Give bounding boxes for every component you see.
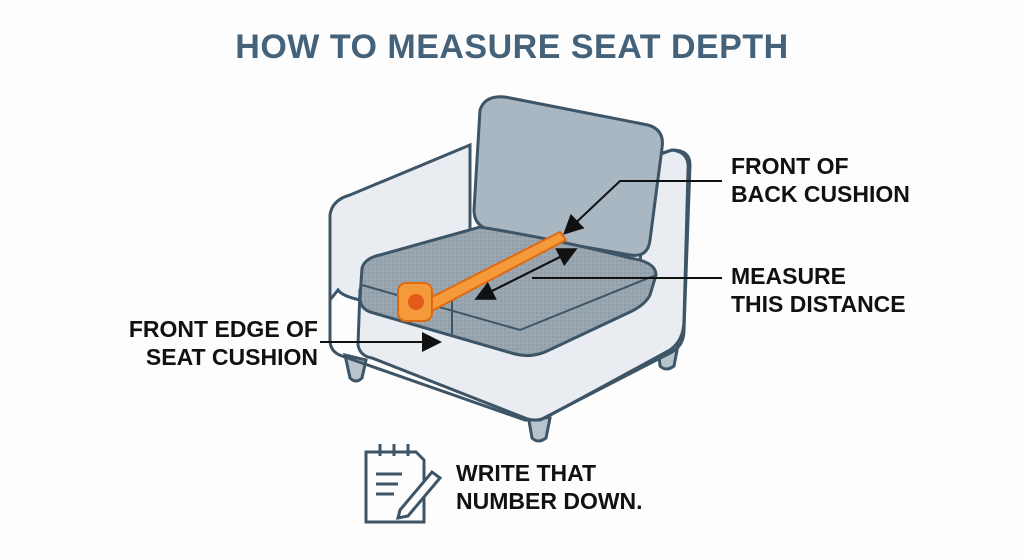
label-front-edge-seat: FRONT EDGE OF SEAT CUSHION <box>128 316 318 370</box>
label-front-of-back-cushion: FRONT OF BACK CUSHION <box>731 153 910 207</box>
label-measure-distance: MEASURE THIS DISTANCE <box>731 263 906 317</box>
tape-measure-icon <box>397 230 568 322</box>
arrow-icon <box>320 180 722 352</box>
notepad-pencil-icon <box>364 444 443 524</box>
label-write-number: WRITE THAT NUMBER DOWN. <box>456 460 643 514</box>
seat-cushion <box>358 225 658 358</box>
page-title: HOW TO MEASURE SEAT DEPTH <box>235 28 789 66</box>
